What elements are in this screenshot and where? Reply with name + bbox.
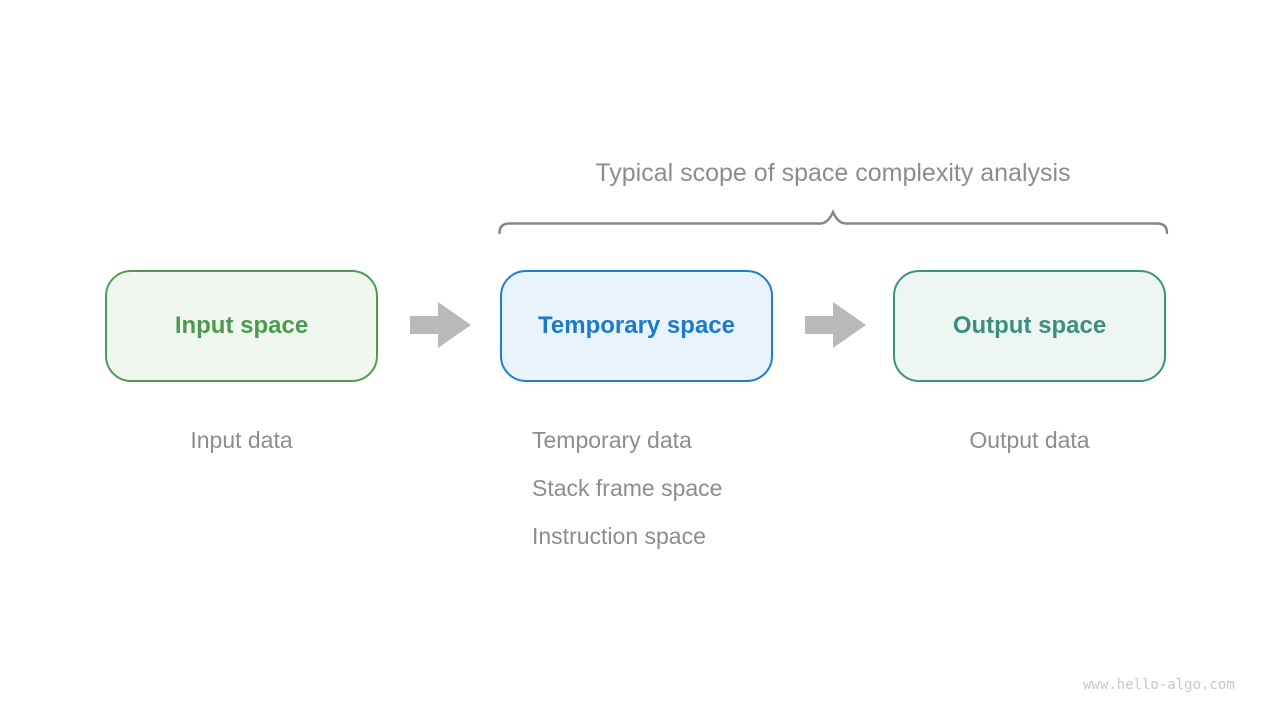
output-space-box: Output space bbox=[893, 270, 1166, 382]
temporary-space-annotation: Temporary data Stack frame space Instruc… bbox=[532, 416, 722, 560]
temporary-space-box: Temporary space bbox=[500, 270, 773, 382]
annotation-line: Instruction space bbox=[532, 523, 706, 549]
output-space-label: Output space bbox=[952, 312, 1107, 339]
watermark: www.hello-algo.com bbox=[1083, 677, 1235, 693]
input-space-box: Input space bbox=[105, 270, 378, 382]
arrow-right-icon bbox=[805, 302, 866, 348]
annotation-line: Temporary data bbox=[532, 427, 692, 453]
input-space-annotation: Input data bbox=[105, 416, 378, 464]
annotation-line: Output data bbox=[969, 427, 1090, 453]
diagram-title: Typical scope of space complexity analys… bbox=[595, 159, 1071, 187]
scope-brace-icon bbox=[498, 208, 1169, 235]
arrow-right-icon bbox=[410, 302, 471, 348]
annotation-line: Stack frame space bbox=[532, 475, 723, 501]
temporary-space-label: Temporary space bbox=[538, 312, 735, 339]
output-space-annotation: Output data bbox=[893, 416, 1166, 464]
annotation-line: Input data bbox=[190, 427, 293, 453]
input-space-label: Input space bbox=[174, 312, 309, 339]
